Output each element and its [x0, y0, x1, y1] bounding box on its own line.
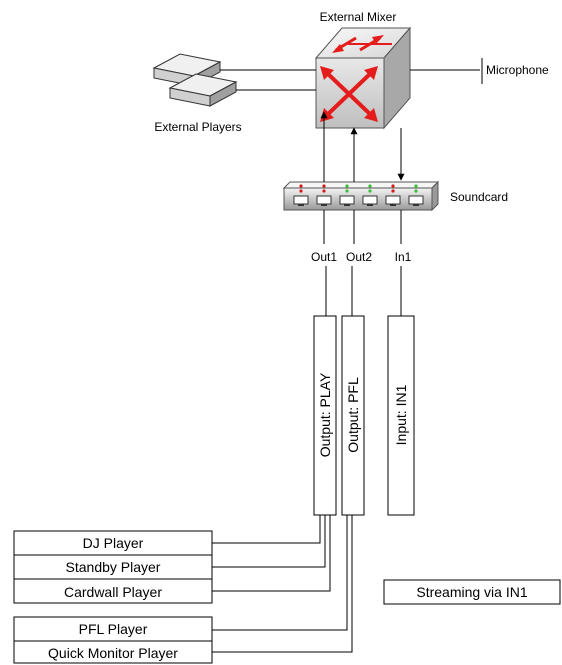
port-out2-label: Out2 — [346, 250, 372, 264]
port-in1-label: In1 — [395, 250, 412, 264]
play-player-group: DJ Player Standby Player Cardwall Player — [13, 530, 213, 604]
pfl-player-group: PFL Player Quick Monitor Player — [13, 616, 213, 664]
channel-play-label: Output: PLAY — [317, 372, 333, 457]
link-pfl-quick-monitor — [212, 515, 353, 653]
player-standby-label: Standby Player — [66, 559, 161, 575]
player-pfl-label: PFL Player — [79, 621, 148, 637]
channel-in1-box: Input: IN1 — [387, 315, 415, 516]
player-box-standby — [13, 554, 213, 580]
mixer-label: External Mixer — [320, 10, 397, 24]
player-box-cardwall — [13, 578, 213, 604]
link-pfl-pfl — [212, 515, 348, 631]
link-play-dj — [212, 515, 321, 544]
streaming-box — [383, 579, 561, 605]
channel-play-box: Output: PLAY — [313, 315, 337, 516]
channel-in1-label: Input: IN1 — [393, 384, 409, 445]
link-play-cardwall — [212, 515, 331, 592]
soundcard-ports — [293, 184, 424, 206]
player-quick-monitor-label: Quick Monitor Player — [48, 645, 178, 661]
microphone-label: Microphone — [486, 63, 549, 77]
soundcard-icon — [282, 180, 440, 212]
channel-pfl-label: Output: PFL — [345, 377, 361, 453]
mixer-switch-icon — [314, 26, 412, 130]
player-dj-label: DJ Player — [83, 535, 144, 551]
streaming-label: Streaming via IN1 — [416, 584, 527, 600]
players-label: External Players — [154, 120, 241, 134]
player-box-pfl — [13, 616, 213, 642]
player-device-icon — [152, 53, 238, 107]
link-play-standby — [212, 515, 326, 568]
channel-pfl-box: Output: PFL — [341, 315, 365, 516]
soundcard-label: Soundcard — [450, 190, 508, 204]
player-cardwall-label: Cardwall Player — [64, 584, 162, 600]
player-box-dj — [13, 530, 213, 556]
port-out1-label: Out1 — [311, 250, 337, 264]
